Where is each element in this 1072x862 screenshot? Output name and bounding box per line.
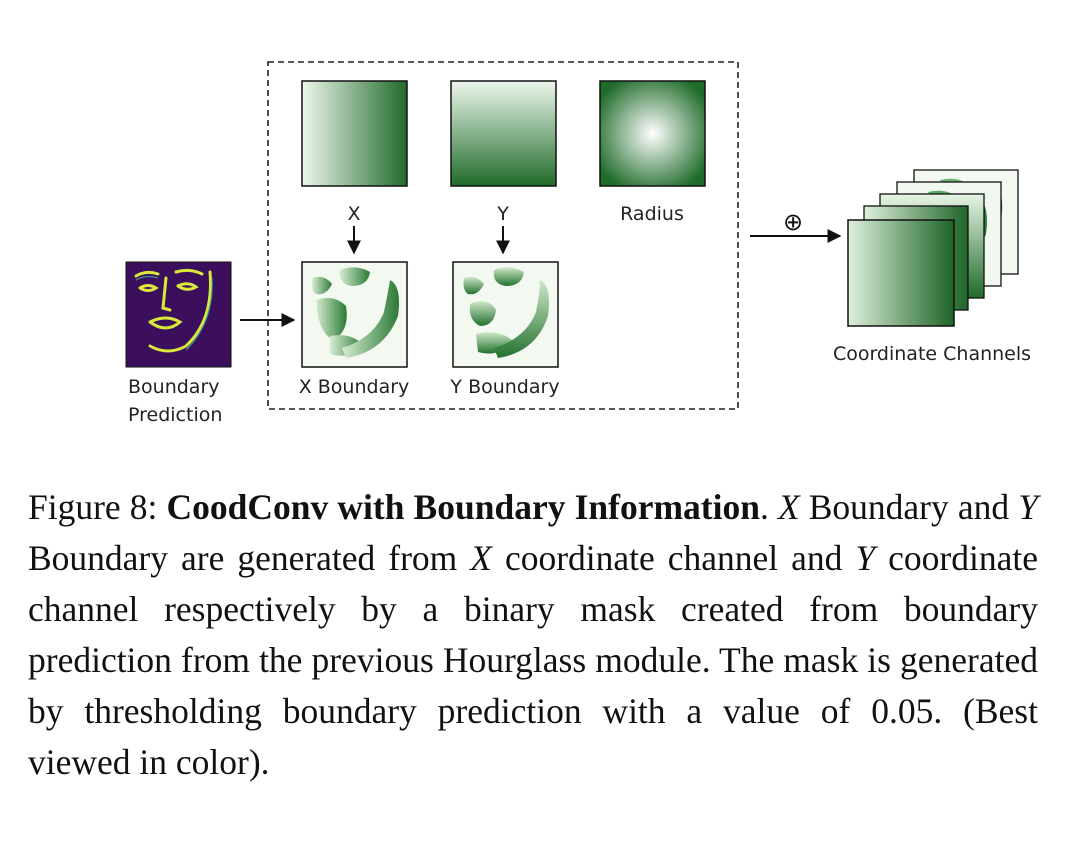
stack-layer-front	[847, 219, 955, 327]
y-boundary-label: Y Boundary	[449, 376, 559, 398]
dashed-module-box	[267, 61, 739, 410]
x-boundary-image	[301, 261, 408, 368]
coordconv-diagram: X Y Radius Boundary Prediction	[125, 61, 1031, 426]
y-channel-image	[450, 80, 557, 187]
radius-label: Radius	[620, 203, 684, 225]
caption-text-1: Boundary and	[799, 487, 1019, 527]
coordinate-channels-stack	[847, 169, 1019, 327]
concat-plus-symbol: ⊕	[783, 208, 803, 236]
boundary-prediction-label-line2: Prediction	[128, 404, 222, 426]
radius-channel-image	[599, 80, 706, 187]
figure-caption: Figure 8: CoodConv with Boundary Informa…	[28, 482, 1038, 788]
boundary-prediction-image	[125, 261, 232, 368]
y-label: Y	[496, 203, 509, 225]
x-label: X	[347, 203, 360, 225]
y-boundary-image	[452, 261, 559, 368]
caption-title-period: .	[759, 487, 778, 527]
caption-title: CoodConv with Boundary Information	[166, 487, 760, 527]
caption-text-3: coordinate channel and	[491, 538, 856, 578]
x-boundary-label: X Boundary	[299, 376, 410, 398]
coordinate-channels-label: Coordinate Channels	[833, 343, 1031, 365]
caption-text-2: Boundary are generated from	[28, 538, 471, 578]
boundary-prediction-label-line1: Boundary	[128, 376, 220, 398]
caption-var-y1: Y	[1018, 487, 1038, 527]
caption-var-x2: X	[470, 538, 492, 578]
caption-prefix: Figure 8:	[28, 487, 167, 527]
caption-var-y2: Y	[855, 538, 876, 578]
caption-text-4: coordinate channel respectively by a bin…	[28, 538, 1038, 782]
caption-var-x1: X	[777, 487, 800, 527]
x-channel-image	[301, 80, 408, 187]
